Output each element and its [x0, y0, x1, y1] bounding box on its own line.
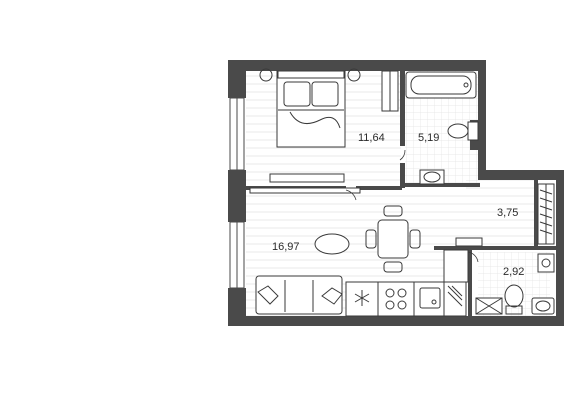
- window: [229, 97, 245, 289]
- hallway-wardrobe-icon: [537, 183, 555, 245]
- bed-icon: [259, 68, 361, 148]
- sink-icon: [419, 169, 445, 185]
- door-swings: [345, 149, 479, 263]
- area-label-wc: 2,92: [503, 266, 524, 278]
- wc-fixtures-icon: [475, 253, 555, 315]
- wardrobe-icon: [249, 70, 399, 194]
- dining-table-icon: [365, 205, 421, 273]
- area-label-bathroom: 5,19: [418, 132, 439, 144]
- area-label-living: 16,97: [272, 241, 300, 253]
- rug-icon: [314, 233, 350, 255]
- sofa-icon: [255, 275, 343, 315]
- bathtub-icon: [405, 71, 477, 99]
- area-label-hallway: 3,75: [497, 207, 518, 219]
- kitchen-counter-icon: [345, 237, 483, 317]
- area-label-bedroom: 11,64: [358, 132, 385, 144]
- toilet-icon: [447, 121, 479, 141]
